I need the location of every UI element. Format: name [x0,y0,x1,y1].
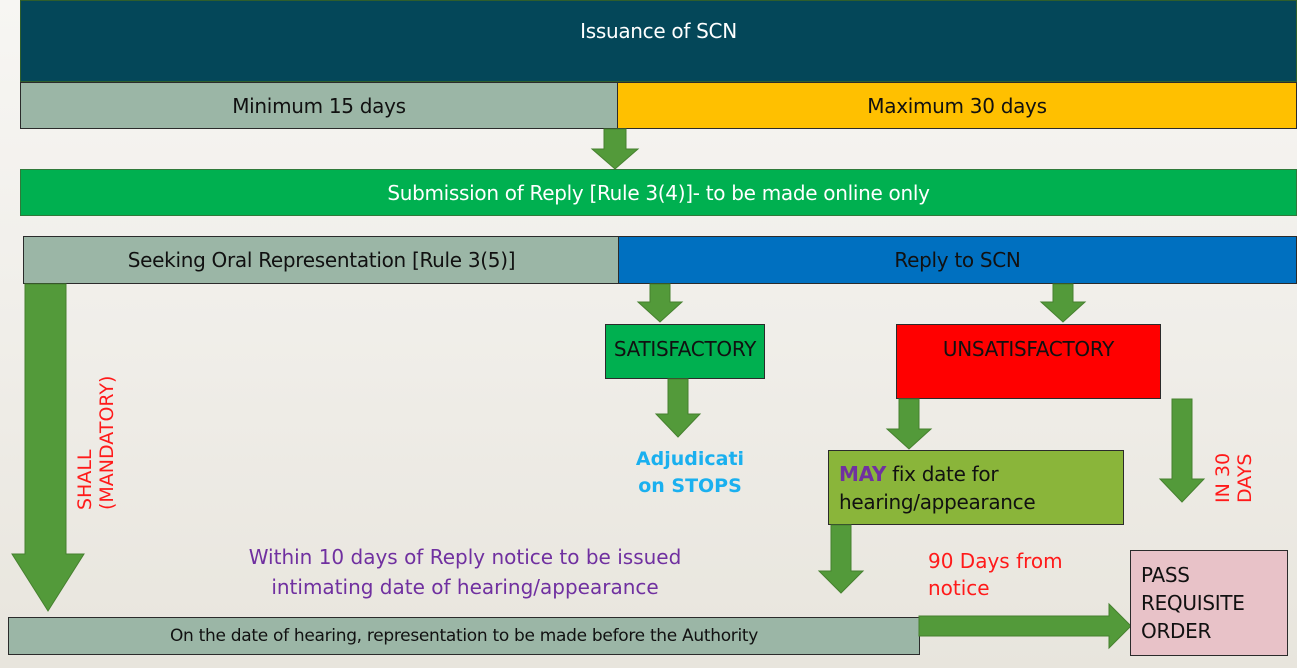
order-line3: ORDER [1141,619,1212,643]
adjudication-line2: on STOPS [638,475,742,497]
maximum-days-label: Maximum 30 days [867,93,1047,118]
arrow-to-order-icon [1158,398,1206,503]
mandatory-arrow-icon [11,283,85,612]
order-line1: PASS [1141,563,1190,587]
may-line2: hearing/appearance [839,489,1036,514]
oral-representation-text: Seeking Oral Representation [Rule 3(5)] [127,248,516,272]
arrow-to-adjudication-icon [654,378,702,438]
reply-to-scn-box: Reply to SCN [618,236,1297,284]
notice-annotation: Within 10 days of Reply notice to be iss… [145,542,785,602]
in-30-days-annotation: IN 30 DAYS [1212,453,1256,503]
adjudication-line1: Adjudicati [635,448,745,470]
unsatisfactory-text: UNSATISFACTORY [942,337,1115,361]
hearing-representation-text: On the date of hearing, representation t… [169,626,759,646]
may-line1-rest: fix date for [886,461,999,486]
may-line1: MAY fix date for [839,460,1035,488]
may-emphasis: MAY [839,461,887,486]
ninety-days-line2: notice [928,576,990,600]
in-30-days-line2: DAYS [1234,453,1256,504]
title-box: Issuance of SCN [20,0,1297,82]
notice-line2: intimating date of hearing/appearance [271,575,659,599]
arrow-to-unsatisfactory-icon [1039,283,1087,323]
shall-annotation-line1: SHALL [74,449,96,510]
submission-text: Submission of Reply [Rule 3(4)]- to be m… [387,180,930,205]
arrow-to-may-box-icon [885,398,933,450]
notice-line1: Within 10 days of Reply notice to be iss… [248,545,682,569]
pass-requisite-order-box: PASS REQUISITE ORDER [1130,550,1288,656]
in-30-days-line1: IN 30 [1212,452,1234,503]
arrow-down-icon [590,128,640,170]
satisfactory-box: SATISFACTORY [605,324,765,379]
may-fix-date-box: MAY fix date for hearing/appearance [828,450,1124,525]
order-line2: REQUISITE [1141,591,1245,615]
maximum-days-box: Maximum 30 days [617,82,1297,129]
arrow-to-hearing-icon [817,524,865,594]
minimum-days-box: Minimum 15 days [20,82,618,129]
ninety-days-annotation: 90 Days from notice [928,548,1063,602]
arrow-to-satisfactory-icon [636,283,684,323]
minimum-days-label: Minimum 15 days [232,93,406,118]
unsatisfactory-box: UNSATISFACTORY [896,324,1161,399]
title-text: Issuance of SCN [580,19,737,43]
arrow-right-to-order-icon [918,602,1132,650]
shall-annotation: SHALL (MANDATORY) [74,376,118,510]
ninety-days-line1: 90 Days from [928,549,1063,573]
satisfactory-text: SATISFACTORY [613,337,757,361]
adjudication-stops-text: Adjudicati on STOPS [620,446,760,500]
reply-to-scn-text: Reply to SCN [894,248,1021,272]
oral-representation-box: Seeking Oral Representation [Rule 3(5)] [23,236,620,284]
hearing-representation-box: On the date of hearing, representation t… [8,617,920,655]
submission-box: Submission of Reply [Rule 3(4)]- to be m… [20,169,1297,216]
shall-annotation-line2: (MANDATORY) [96,375,118,510]
